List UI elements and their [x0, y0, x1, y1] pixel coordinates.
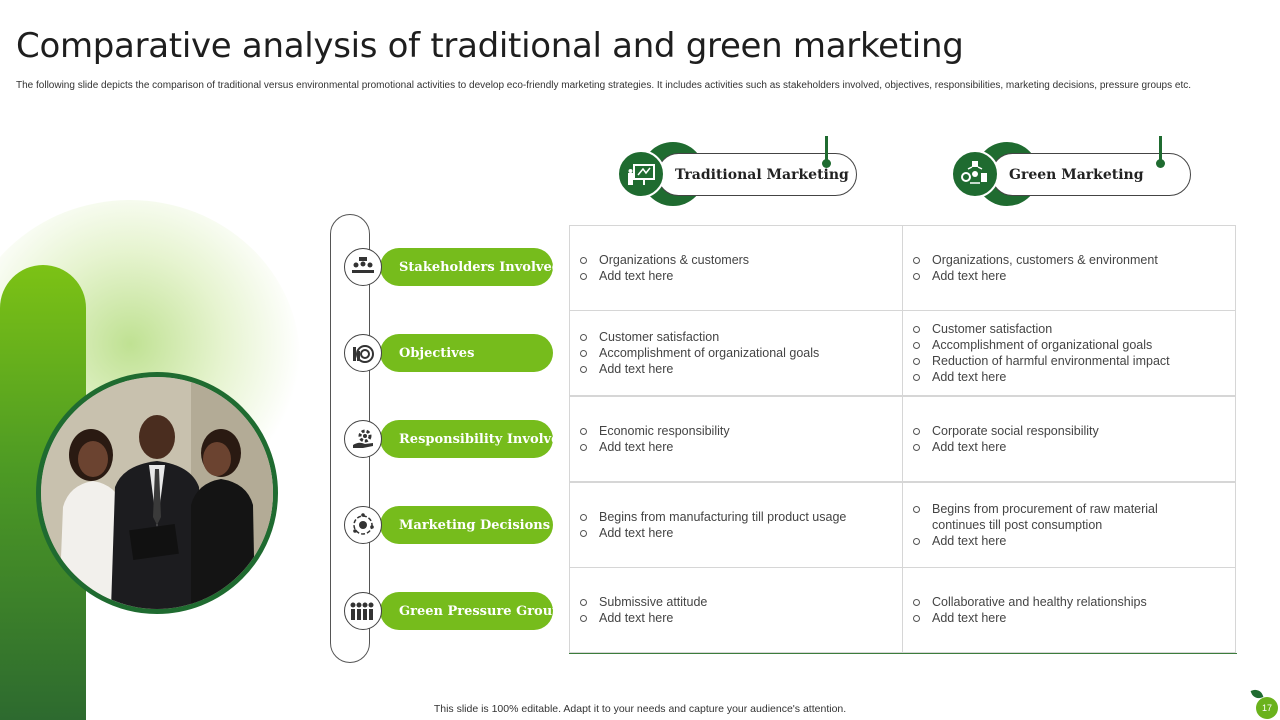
column-header-label: Green Marketing: [1009, 166, 1144, 183]
list-item: Add text here: [912, 268, 1235, 284]
list-item: Organizations & customers: [579, 252, 902, 268]
table-cell-green: Organizations, customers & environment A…: [902, 225, 1236, 311]
list-item: Add text here: [579, 361, 902, 377]
list-item: Begins from manufacturing till product u…: [579, 509, 902, 525]
team-photo: [36, 372, 278, 614]
list-item: Begins from procurement of raw material …: [912, 501, 1172, 533]
row-label-text: Marketing Decisions: [380, 506, 553, 544]
table-cell-traditional: Customer satisfaction Accomplishment of …: [569, 310, 903, 396]
eco-cycle-icon: [951, 150, 999, 198]
column-header-green: Green Marketing: [951, 136, 1191, 206]
row-label-text: Stakeholders Involved: [380, 248, 561, 286]
table-cell-traditional: Submissive attitude Add text here: [569, 567, 903, 653]
list-item: Organizations, customers & environment: [912, 252, 1235, 268]
list-item: Add text here: [912, 369, 1235, 385]
list-item: Accomplishment of organizational goals: [912, 337, 1235, 353]
list-item: Reduction of harmful environmental impac…: [912, 353, 1235, 369]
list-item: Economic responsibility: [579, 423, 902, 439]
table-cell-traditional: Organizations & customers Add text here: [569, 225, 903, 311]
list-item: Add text here: [912, 610, 1235, 626]
list-item: Add text here: [579, 439, 902, 455]
footer-note: This slide is 100% editable. Adapt it to…: [433, 703, 847, 715]
gear-hand-icon: [344, 420, 382, 458]
row-label-objectives: Objectives: [344, 334, 554, 372]
column-header-label: Traditional Marketing: [675, 166, 849, 183]
comparison-table: Organizations & customers Add text here …: [569, 225, 1237, 654]
target-icon: [344, 334, 382, 372]
list-item: Accomplishment of organizational goals: [579, 345, 902, 361]
slide-title: Comparative analysis of traditional and …: [16, 26, 964, 66]
group-icon: [344, 592, 382, 630]
row-label-pressure-groups: Green Pressure Groups: [344, 592, 569, 630]
table-cell-green: Corporate social responsibility Add text…: [902, 396, 1236, 482]
list-item: Add text here: [579, 610, 902, 626]
list-item: Customer satisfaction: [912, 321, 1235, 337]
row-label-stakeholders: Stakeholders Involved: [344, 248, 561, 286]
billboard-icon: [617, 150, 665, 198]
page-number: 17: [1256, 697, 1278, 719]
list-item: Customer satisfaction: [579, 329, 902, 345]
column-header-traditional: Traditional Marketing: [617, 136, 857, 206]
meeting-icon: [344, 248, 382, 286]
row-label-text: Objectives: [380, 334, 553, 372]
table-cell-green: Customer satisfaction Accomplishment of …: [902, 310, 1236, 396]
slide-subtitle: The following slide depicts the comparis…: [16, 80, 1192, 91]
list-item: Submissive attitude: [579, 594, 902, 610]
table-cell-traditional: Economic responsibility Add text here: [569, 396, 903, 482]
list-item: Corporate social responsibility: [912, 423, 1235, 439]
list-item: Add text here: [912, 439, 1235, 455]
row-label-text: Green Pressure Groups: [380, 592, 569, 630]
table-cell-green: Begins from procurement of raw material …: [902, 482, 1236, 568]
list-item: Add text here: [912, 533, 1235, 549]
row-label-responsibility: Responsibility Involved: [344, 420, 568, 458]
list-item: Collaborative and healthy relationships: [912, 594, 1235, 610]
list-item: Add text here: [579, 525, 902, 541]
decision-cycle-icon: [344, 506, 382, 544]
row-label-decisions: Marketing Decisions: [344, 506, 554, 544]
list-item: Add text here: [579, 268, 902, 284]
table-cell-traditional: Begins from manufacturing till product u…: [569, 482, 903, 568]
row-label-text: Responsibility Involved: [380, 420, 568, 458]
table-cell-green: Collaborative and healthy relationships …: [902, 567, 1236, 653]
